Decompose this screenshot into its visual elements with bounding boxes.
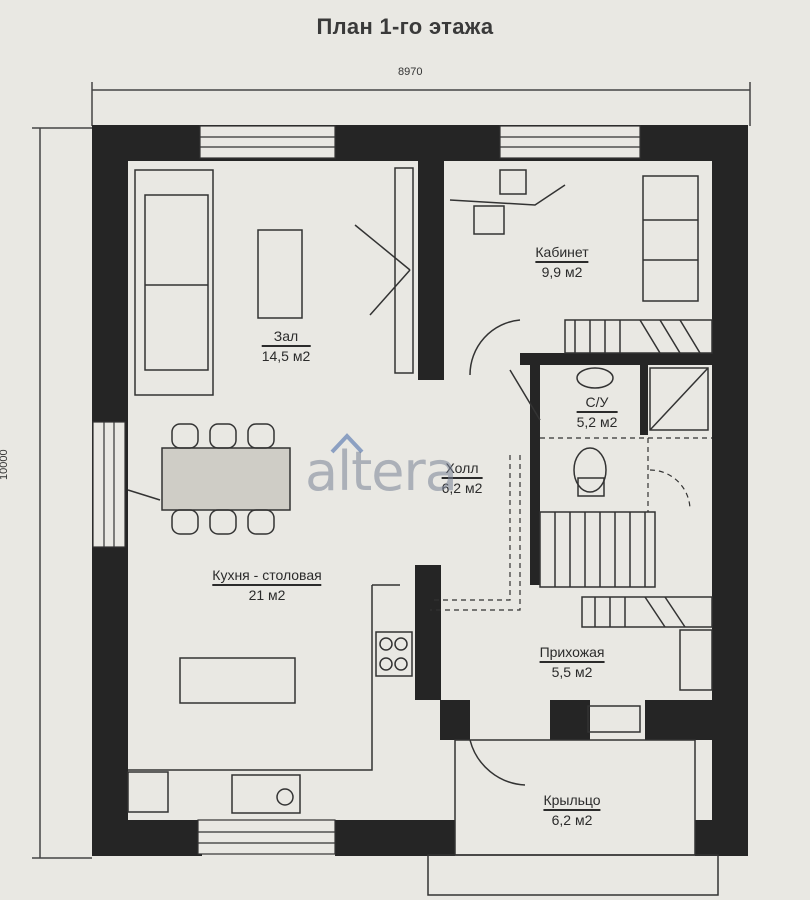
dashed-lines [430,437,712,611]
porch [427,739,719,896]
outer-walls [92,125,748,856]
room-label-lobby: Холл 6,2 м2 [441,460,483,496]
room-label-office: Кабинет 9,9 м2 [535,244,589,280]
furniture [127,167,713,814]
room-label-hall: Зал 14,5 м2 [261,328,311,364]
dimension-lines [32,82,751,859]
room-label-porch: Крыльцо 6,2 м2 [543,792,601,828]
watermark-text: altera [305,440,458,503]
windows [92,125,641,855]
room-label-entrance: Прихожая 5,5 м2 [539,644,605,680]
height-dimension: 10000 [0,449,10,480]
width-dimension: 8970 [398,66,423,78]
watermark-logo-icon [330,433,364,454]
inner-walls [415,125,712,740]
plan-title: План 1-го этажа [316,14,494,39]
room-label-bathroom: С/У 5,2 м2 [576,394,618,430]
room-label-kitchen: Кухня - столовая 21 м2 [212,567,322,603]
